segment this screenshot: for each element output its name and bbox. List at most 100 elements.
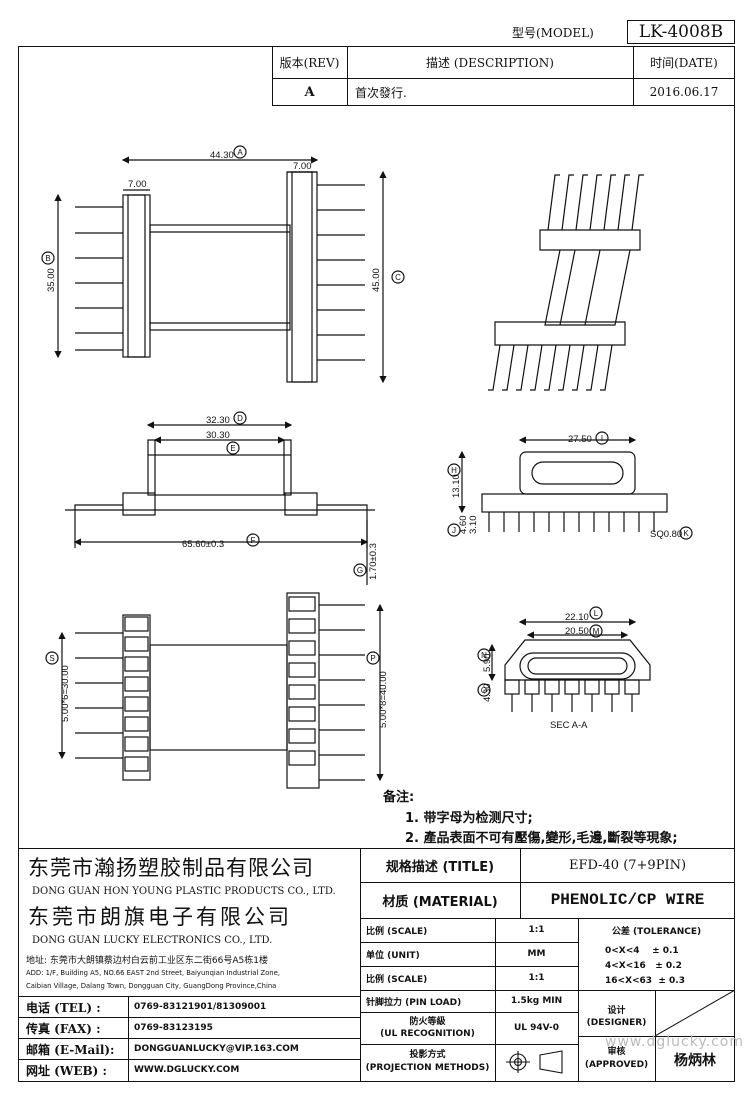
pinload-value: 1.5kg MIN (510, 996, 563, 1006)
dim-left-pin: 5.00*6=30.00 (60, 665, 71, 722)
unit-label: 单位 (UNIT) (366, 950, 420, 961)
dim-sec-h1: 5.90 (482, 654, 493, 673)
tolerance-3: 16<X<63 ± 0.3 (605, 976, 685, 986)
fire-label-en: (UL RECOGNITION) (380, 1029, 475, 1039)
scale2-label: 比例 (SCALE) (366, 974, 428, 985)
marker-n: N (481, 651, 487, 660)
address-en-2: Caibian Village, Dalang Town, Dongguan C… (26, 982, 277, 990)
dim-sec-h2: 4.30 (482, 684, 493, 703)
marker-l: L (594, 609, 599, 618)
note-2: 2. 產品表面不可有壓傷,變形,毛邊,斷裂等現象; (405, 830, 678, 846)
fire-value: UL 94V-0 (513, 1023, 559, 1033)
dim-top-right: 7.00 (293, 161, 312, 172)
tolerance-2: 4<X<16 ± 0.2 (605, 961, 682, 971)
dim-side-h: 13.10 (451, 474, 462, 498)
revision-table (272, 46, 735, 106)
designer-label-en: (DESIGNER) (586, 1018, 647, 1028)
marker-c: C (395, 273, 401, 282)
marker-k: K (683, 529, 689, 538)
dim-w2: 30.30 (206, 430, 230, 441)
date-header: 时间(DATE) (650, 55, 718, 70)
check-markers (41, 145, 693, 697)
dim-sq: SQ0.80 (650, 529, 682, 540)
dim-side-b: 3.10 (468, 516, 479, 535)
web-label: 网址 (WEB) : (26, 1063, 107, 1078)
title-value: EFD-40 (7+9PIN) (568, 857, 687, 873)
dim-pin-h: 1.70±0.3 (368, 543, 379, 580)
dim-side-a: 4.60 (458, 516, 469, 535)
email-value[interactable]: DONGGUANLUCKY@VIP.163.COM (134, 1044, 299, 1054)
company-1-cn: 东莞市瀚扬塑胶制品有限公司 (28, 856, 314, 880)
dim-sec-w1: 22.10 (565, 612, 589, 623)
section-label: SEC A-A (550, 720, 588, 731)
company-2-cn: 东莞市朗旗电子有限公司 (28, 905, 292, 929)
marker-b: B (45, 254, 50, 263)
top-view (54, 156, 387, 384)
company-2-en: DONG GUAN LUCKY ELECTRONICS CO., LTD. (32, 934, 273, 946)
rev-header: 版本(REV) (279, 55, 340, 70)
dim-left-height: 35.00 (46, 268, 57, 292)
scale2-value: 1:1 (528, 973, 545, 983)
marker-f: F (251, 536, 256, 545)
dim-top-width: 44.30 (210, 150, 234, 161)
dim-sec-w2: 20.50 (565, 626, 589, 637)
approved-value: 杨炳林 (674, 1053, 716, 1069)
desc-value: 首次發行. (355, 85, 407, 100)
tel-value: 0769-83121901/81309001 (134, 1002, 267, 1012)
scale-value: 1:1 (528, 925, 545, 935)
notes-title: 备注: (383, 789, 415, 805)
marker-d: D (237, 414, 243, 423)
dim-right-height: 45.00 (371, 268, 382, 292)
marker-a: A (237, 148, 243, 157)
unit-value: MM (527, 949, 546, 959)
pinload-label: 针脚拉力 (PIN LOAD) (366, 997, 462, 1008)
web-value[interactable]: WWW.DGLUCKY.COM (134, 1065, 240, 1075)
fax-label: 传真 (FAX) : (26, 1021, 101, 1036)
bottom-view (58, 592, 384, 789)
side-view (458, 436, 668, 532)
tolerance-1: 0<X<4 ± 0.1 (605, 946, 679, 956)
company-1-en: DONG GUAN HON YOUNG PLASTIC PRODUCTS CO.… (32, 885, 336, 897)
designer-label-cn: 设计 (607, 1005, 626, 1016)
dim-right-pin: 5.00*8=40.00 (378, 671, 389, 728)
material-label: 材质 (MATERIAL) (382, 894, 498, 910)
marker-o: O (481, 686, 487, 695)
title-label: 规格描述 (TITLE) (385, 859, 495, 875)
approved-label-cn: 审核 (607, 1046, 626, 1057)
tolerance-title: 公差 (TOLERANCE) (611, 926, 702, 937)
designer-signature (655, 990, 735, 1036)
marker-e: E (230, 444, 235, 453)
fax-value: 0769-83123195 (134, 1023, 213, 1033)
approved-label-en: (APPROVED) (584, 1060, 649, 1070)
note-1: 1. 带字母为检测尺寸; (405, 810, 533, 826)
material-value: PHENOLIC/CP WIRE (550, 891, 705, 909)
marker-p: P (370, 654, 375, 663)
marker-g: G (357, 566, 363, 575)
desc-header: 描述 (DESCRIPTION) (426, 55, 554, 70)
email-label: 邮箱 (E-Mail): (26, 1042, 115, 1057)
isometric-view (488, 174, 644, 391)
fire-label-cn: 防火等級 (409, 1016, 446, 1027)
dim-top-left: 7.00 (128, 179, 147, 190)
marker-j: J (452, 526, 456, 535)
address-cn: 地址: 东莞市大朗镇蔡边村白云前工业区东二街66号A5栋1楼 (26, 955, 268, 966)
marker-h: H (451, 466, 457, 475)
marker-s: S (49, 654, 54, 663)
dim-w1: 32.30 (206, 415, 230, 426)
scale-label: 比例 (SCALE) (366, 926, 428, 937)
date-value: 2016.06.17 (649, 85, 719, 99)
projection-label-en: (PROJECTION METHODS) (365, 1063, 490, 1073)
address-en-1: ADD: 1/F, Building A5, NO.66 EAST 2nd St… (26, 969, 280, 977)
front-view (65, 421, 375, 585)
projection-label-cn: 投影方式 (409, 1049, 446, 1060)
section-view (488, 618, 651, 712)
model-value: LK-4008B (627, 20, 735, 44)
dim-base: 65.60±0.3 (182, 539, 224, 550)
tel-label: 电话 (TEL) : (26, 1000, 101, 1015)
model-label: 型号(MODEL) (512, 25, 594, 40)
dim-side-w: 27.50 (568, 434, 592, 445)
rev-value: A (304, 84, 315, 100)
marker-i: I (601, 434, 603, 443)
